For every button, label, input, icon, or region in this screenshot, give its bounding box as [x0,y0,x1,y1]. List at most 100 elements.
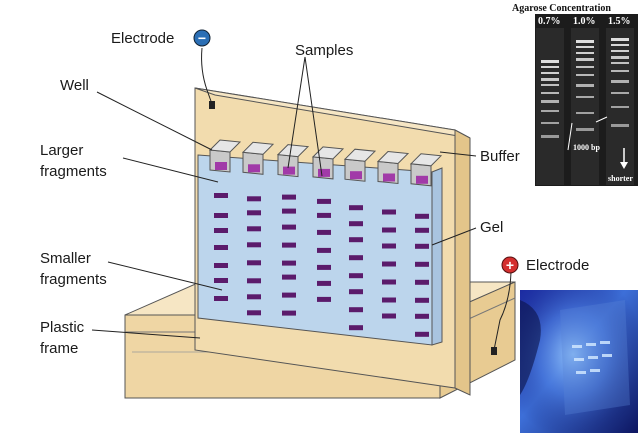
dna-band [349,237,363,243]
inset-title: Agarose Concentration [512,3,611,14]
electrode-bottom-connector [491,347,497,355]
label-well: Well [60,77,89,94]
inset-band [576,58,594,61]
dna-band [349,273,363,279]
dna-band [382,297,396,303]
dna-band [415,313,429,319]
inset-lane-1-label: 0.7% [538,16,561,27]
dna-band [317,296,331,302]
well [376,150,410,185]
inset-band [576,40,594,43]
inset-band [541,72,559,74]
well [208,139,242,173]
dna-band [282,242,296,248]
inset-band [611,124,629,127]
inset-band [611,106,629,108]
dna-band [317,198,331,204]
positive-sign: + [506,257,514,273]
smaller-fragments-leader [107,261,223,291]
label-gel: Gel [480,219,503,236]
negative-electrode-icon [193,29,211,47]
well [276,144,310,178]
dna-band [415,227,429,233]
inset-band [611,70,629,72]
inset-band [541,78,559,81]
dna-band [247,260,261,266]
well [343,148,377,182]
inset-band [576,112,594,114]
dna-band [247,210,261,216]
label-plastic-frame-line2: frame [40,340,78,357]
inset-band [611,38,629,41]
inset-band [576,84,594,87]
inset-band [541,135,559,138]
well [311,146,345,180]
inset-band [576,52,594,54]
dna-band [349,205,363,211]
electrode-bottom-wire [493,271,512,351]
well-leader [96,91,213,151]
inset-band [611,44,629,46]
inset-band [541,92,559,94]
inset-lane-2-label: 1.0% [573,16,596,27]
gel-leader [431,227,477,246]
dna-band [349,221,363,227]
inset-marker-label: 1000 bp [573,143,600,152]
samples-leader-1 [287,56,306,169]
dna-band [247,196,261,202]
label-smaller-fragments-line2: fragments [40,271,107,288]
wells [208,139,443,187]
uv-photo [520,290,638,433]
inset-band [576,74,594,76]
dna-band [247,294,261,300]
dna-band [247,242,261,248]
larger-fragments-leader [122,157,219,183]
dna-band [282,274,296,280]
dna-band [349,325,363,331]
label-larger-fragments-line1: Larger [40,142,83,159]
label-plastic-frame-line1: Plastic [40,319,85,336]
inset-band [541,66,559,68]
dna-band [214,245,228,250]
dna-band [382,261,396,267]
buffer-leader [439,151,477,157]
label-larger-fragments-line2: fragments [40,163,107,180]
dna-band [415,331,429,337]
dna-band [382,227,396,233]
dna-band [349,255,363,261]
dna-band [317,280,331,286]
dna-band [382,243,396,249]
dna-band [247,310,261,316]
dna-band [415,243,429,249]
inset-band [611,92,629,94]
positive-electrode-icon [501,256,519,274]
inset-band [576,96,594,98]
well [241,141,275,175]
inset-band [611,62,629,64]
dna-band [214,278,228,283]
inset-band [541,110,559,112]
label-electrode-bottom: Electrode [526,257,589,274]
dna-band [214,213,228,218]
dna-band [349,289,363,295]
labels: Electrode − Samples Well Larger fragment… [40,29,589,357]
dna-band [349,307,363,313]
dna-band [415,297,429,303]
dna-band [214,193,228,198]
inset-band [541,122,559,124]
dna-band [214,296,228,301]
dna-band [382,209,396,215]
dna-band [317,229,331,235]
dna-band [282,260,296,266]
dna-band [415,261,429,267]
dna-band [317,247,331,253]
inset-band [611,56,629,59]
electrode-top-wire [201,47,213,105]
inset-band [576,46,594,48]
dna-band [247,278,261,284]
dna-band [214,228,228,233]
dna-band [317,264,331,270]
negative-sign: − [198,30,206,46]
electrode-top-connector [209,101,215,109]
agarose-inset: Agarose Concentration 0.7% 1.0% 1.5% 100… [512,3,638,186]
